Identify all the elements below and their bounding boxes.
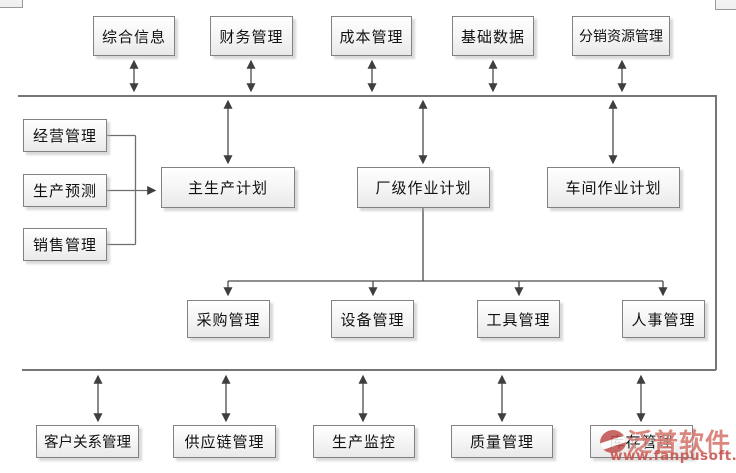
planning-row-connectors [223,99,618,165]
node-hr-mgmt: 人事管理 [622,300,705,338]
node-inventory-mgmt: 库存管理 [590,425,693,458]
top-row-connectors [129,59,627,93]
bottom-row-connectors [93,374,646,423]
node-master-production-plan: 主生产计划 [161,167,295,208]
cropped-box-top-left [0,0,23,8]
node-equipment-mgmt: 设备管理 [331,300,414,338]
node-sales-mgmt: 销售管理 [23,228,107,261]
node-production-monitoring: 生产监控 [313,425,415,458]
node-tool-mgmt: 工具管理 [477,300,560,338]
node-supply-chain-mgmt: 供应链管理 [173,425,276,458]
resource-row-tree [223,208,668,297]
left-column-bracket [107,134,157,246]
node-general-info: 综合信息 [93,16,175,56]
cropped-box-top-right [715,0,736,10]
node-quality-mgmt: 质量管理 [451,425,553,458]
node-purchasing-mgmt: 采购管理 [187,300,270,338]
node-finance-mgmt: 财务管理 [210,16,293,56]
node-production-forecast: 生产预测 [23,174,107,207]
node-cost-mgmt: 成本管理 [331,16,412,56]
node-business-mgmt: 经营管理 [23,119,107,152]
node-base-data: 基础数据 [452,16,534,56]
node-distribution-mgmt: 分销资源管理 [572,16,670,56]
node-crm: 客户关系管理 [36,425,139,458]
node-plant-operation-plan: 厂级作业计划 [357,167,490,208]
node-workshop-operation-plan: 车间作业计划 [547,167,680,208]
